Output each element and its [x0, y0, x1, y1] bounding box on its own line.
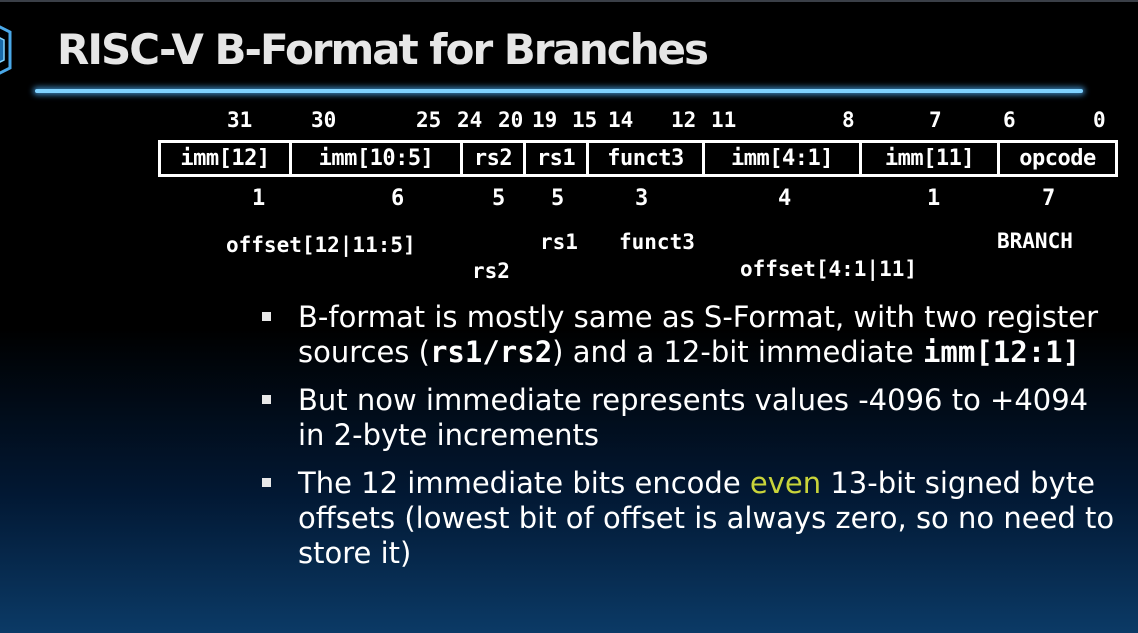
bullet-text: But now immediate represents values -409… [298, 383, 1089, 452]
field-imm-4-1: imm[4:1] [705, 143, 862, 174]
slide-title: RISC-V B-Format for Branches [57, 25, 709, 74]
label-funct3: funct3 [619, 230, 695, 254]
field-width: 3 [635, 186, 649, 211]
bullet-text: 13-bit signed byte offsets (lowest bit o… [298, 466, 1115, 570]
field-width: 4 [778, 186, 792, 211]
field-rs2: rs2 [463, 143, 526, 174]
bullet-item: The 12 immediate bits encode even 13-bit… [262, 466, 1122, 571]
field-width: 6 [391, 186, 405, 211]
bit-position: 11 [711, 108, 737, 132]
label-branch: BRANCH [997, 229, 1073, 253]
field-width: 5 [551, 186, 565, 211]
label-rs1: rs1 [540, 230, 578, 254]
field-imm-11: imm[11] [862, 143, 1000, 174]
bullet-code: imm[12:1] [922, 335, 1081, 369]
field-imm-10-5: imm[10:5] [292, 143, 463, 174]
bullet-item: B-format is mostly same as S-Format, wit… [262, 300, 1122, 370]
bit-position: 25 [416, 108, 442, 132]
field-imm-12: imm[12] [161, 143, 292, 174]
field-width: 5 [492, 186, 506, 211]
field-rs1: rs1 [526, 143, 589, 174]
title-underline [35, 89, 1083, 93]
bit-position: 12 [671, 108, 697, 132]
bullet-square-icon [262, 478, 271, 487]
bit-position: 20 [498, 108, 524, 132]
field-opcode: opcode [1019, 146, 1096, 171]
bullet-text: The 12 immediate bits encode [298, 466, 750, 500]
logo-icon [0, 25, 12, 75]
bullet-square-icon [262, 312, 271, 321]
bit-position: 24 [457, 108, 483, 132]
field-width: 7 [1042, 186, 1056, 211]
bullet-text: ) and a 12-bit immediate [552, 335, 923, 369]
bullet-list: B-format is mostly same as S-Format, wit… [262, 300, 1122, 584]
highlighted-word: even [749, 466, 822, 500]
bit-position: 14 [608, 108, 634, 132]
field-width: 1 [927, 186, 941, 211]
bit-position: 7 [929, 108, 942, 132]
bit-position: 6 [1003, 108, 1016, 132]
bullet-code: rs1/rs2 [429, 335, 553, 369]
field-funct3: funct3 [589, 143, 705, 174]
bit-position: 19 [532, 108, 558, 132]
label-offset-low: offset[4:1|11] [740, 257, 918, 281]
instruction-format-fields: imm[12] imm[10:5] rs2 rs1 funct3 imm[4:1… [158, 140, 1118, 177]
field-width: 1 [252, 186, 266, 211]
bullet-item: But now immediate represents values -409… [262, 383, 1122, 453]
top-border [0, 0, 1138, 2]
bit-position: 31 [227, 108, 253, 132]
bit-position: 30 [311, 108, 337, 132]
bit-position: 15 [572, 108, 598, 132]
bullet-square-icon [262, 395, 271, 404]
label-rs2: rs2 [472, 259, 510, 283]
bit-position: 8 [842, 108, 855, 132]
bit-position: 0 [1093, 108, 1106, 132]
label-offset-high: offset[12|11:5] [226, 233, 416, 257]
bullet-text: B-format is mostly same as S-Format, wit… [298, 300, 1099, 369]
